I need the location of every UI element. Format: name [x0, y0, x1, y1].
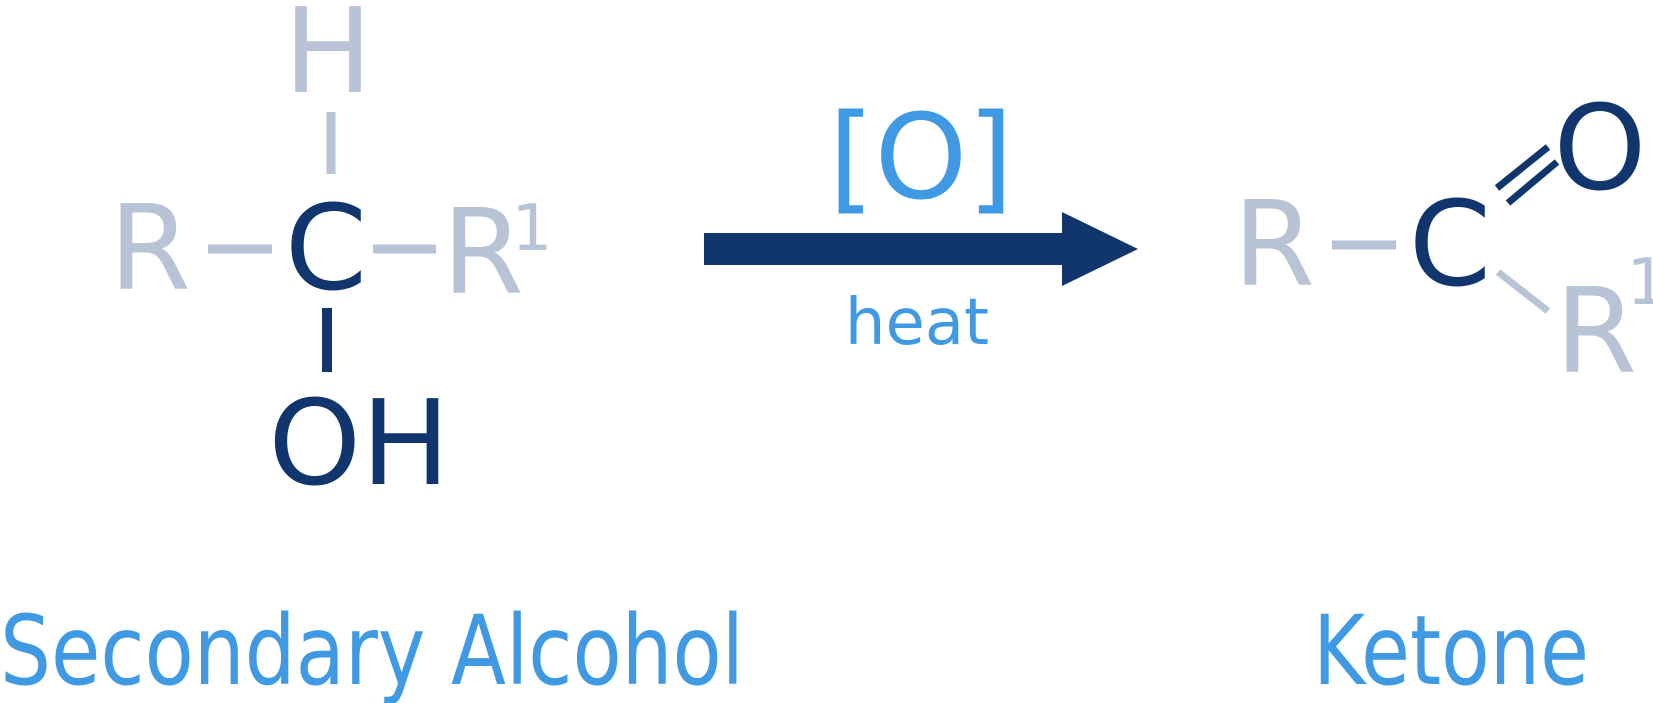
reactant-bottom-oh: OH: [268, 374, 450, 512]
product-lower-superscript: 1: [1627, 246, 1653, 320]
product-double-bond-upper: [1494, 144, 1551, 191]
product-center-c: C: [1409, 175, 1491, 313]
reactant-right-r: R: [442, 183, 524, 321]
product-left-r: R: [1233, 175, 1315, 313]
reaction-arrow: [704, 212, 1138, 286]
reactant-structure: H R C R 1 OH: [109, 0, 552, 512]
reagent-label: [O]: [829, 88, 1014, 226]
reactant-left-r: R: [109, 179, 191, 317]
condition-label: heat: [845, 286, 989, 360]
reactant-caption: Secondary Alcohol: [0, 595, 744, 703]
product-structure: R C O R 1: [1233, 79, 1653, 400]
product-lower-r: R: [1555, 262, 1637, 400]
product-carbonyl-o: O: [1554, 79, 1647, 217]
arrow-shaft: [704, 233, 1066, 265]
reactant-center-c: C: [285, 179, 367, 317]
product-caption: Ketone: [1313, 595, 1589, 703]
reactant-top-h: H: [284, 0, 373, 120]
reaction-arrow-group: [O] heat: [704, 88, 1138, 360]
product-bond-c-r1: [1495, 269, 1551, 314]
reactant-right-superscript: 1: [512, 192, 553, 266]
arrow-head: [1062, 212, 1138, 286]
product-double-bond-lower: [1505, 159, 1560, 206]
